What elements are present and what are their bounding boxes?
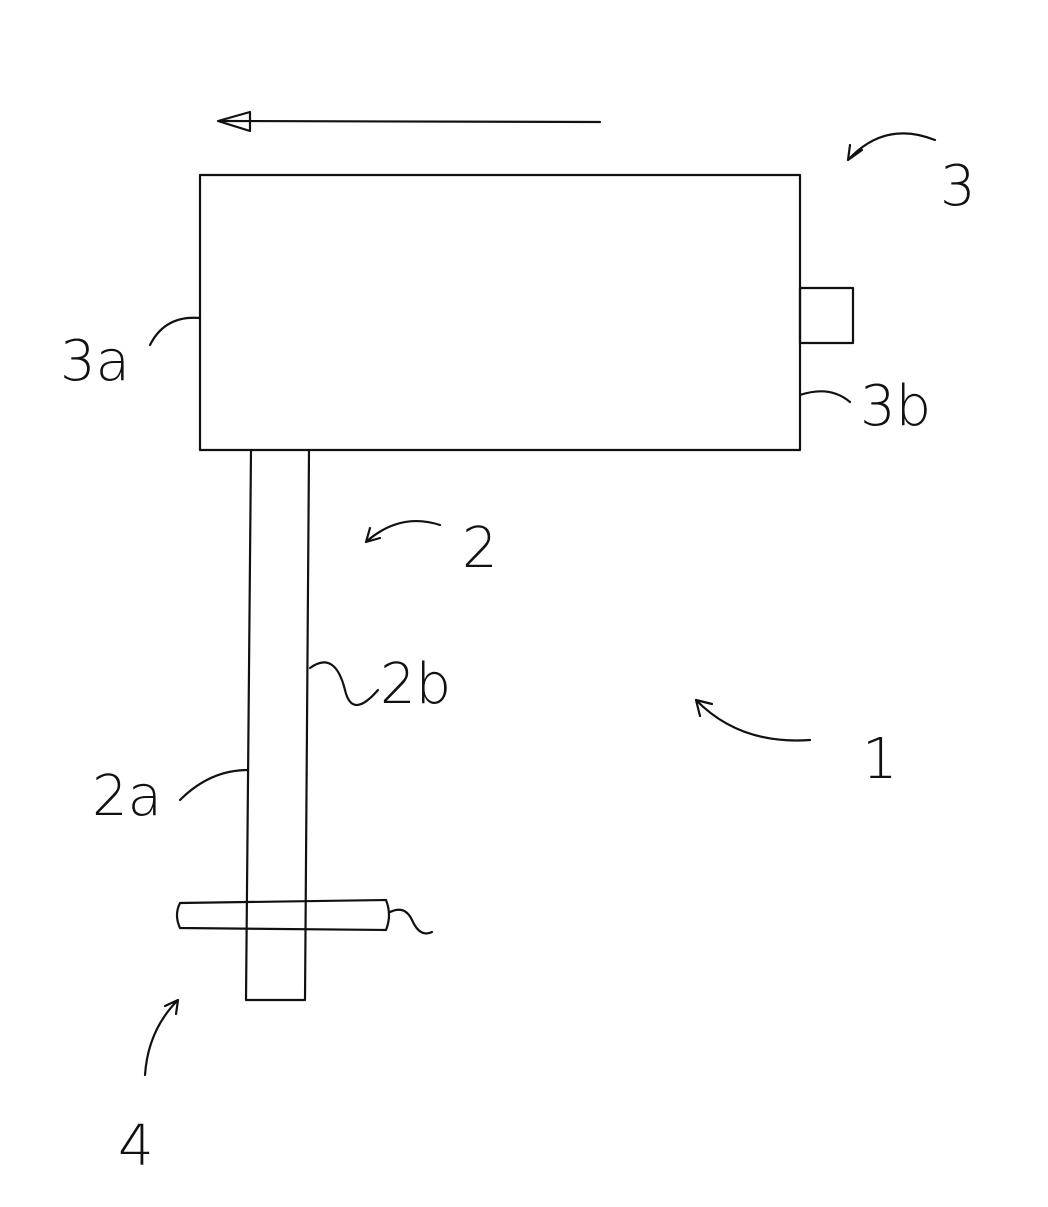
leader-2a	[178, 768, 250, 802]
crossbar	[175, 898, 434, 935]
leader-2	[364, 519, 442, 544]
leader-2b	[308, 661, 380, 707]
leader-4	[143, 998, 180, 1077]
label-1: 1	[862, 727, 898, 792]
leader-3b	[798, 390, 852, 404]
leader-3	[846, 132, 937, 162]
shaft	[244, 448, 311, 1002]
label-2a: 2a	[92, 764, 162, 829]
label-3: 3	[940, 154, 976, 219]
leader-1	[694, 698, 812, 742]
direction-arrow	[216, 110, 602, 133]
housing-tab	[798, 286, 855, 345]
housing-rectangle	[198, 173, 802, 452]
leader-3a	[148, 316, 202, 347]
label-2: 2	[462, 516, 498, 581]
label-2b: 2b	[380, 652, 451, 717]
label-3b: 3b	[860, 374, 931, 439]
label-3a: 3a	[60, 329, 130, 394]
label-4: 4	[118, 1114, 154, 1179]
